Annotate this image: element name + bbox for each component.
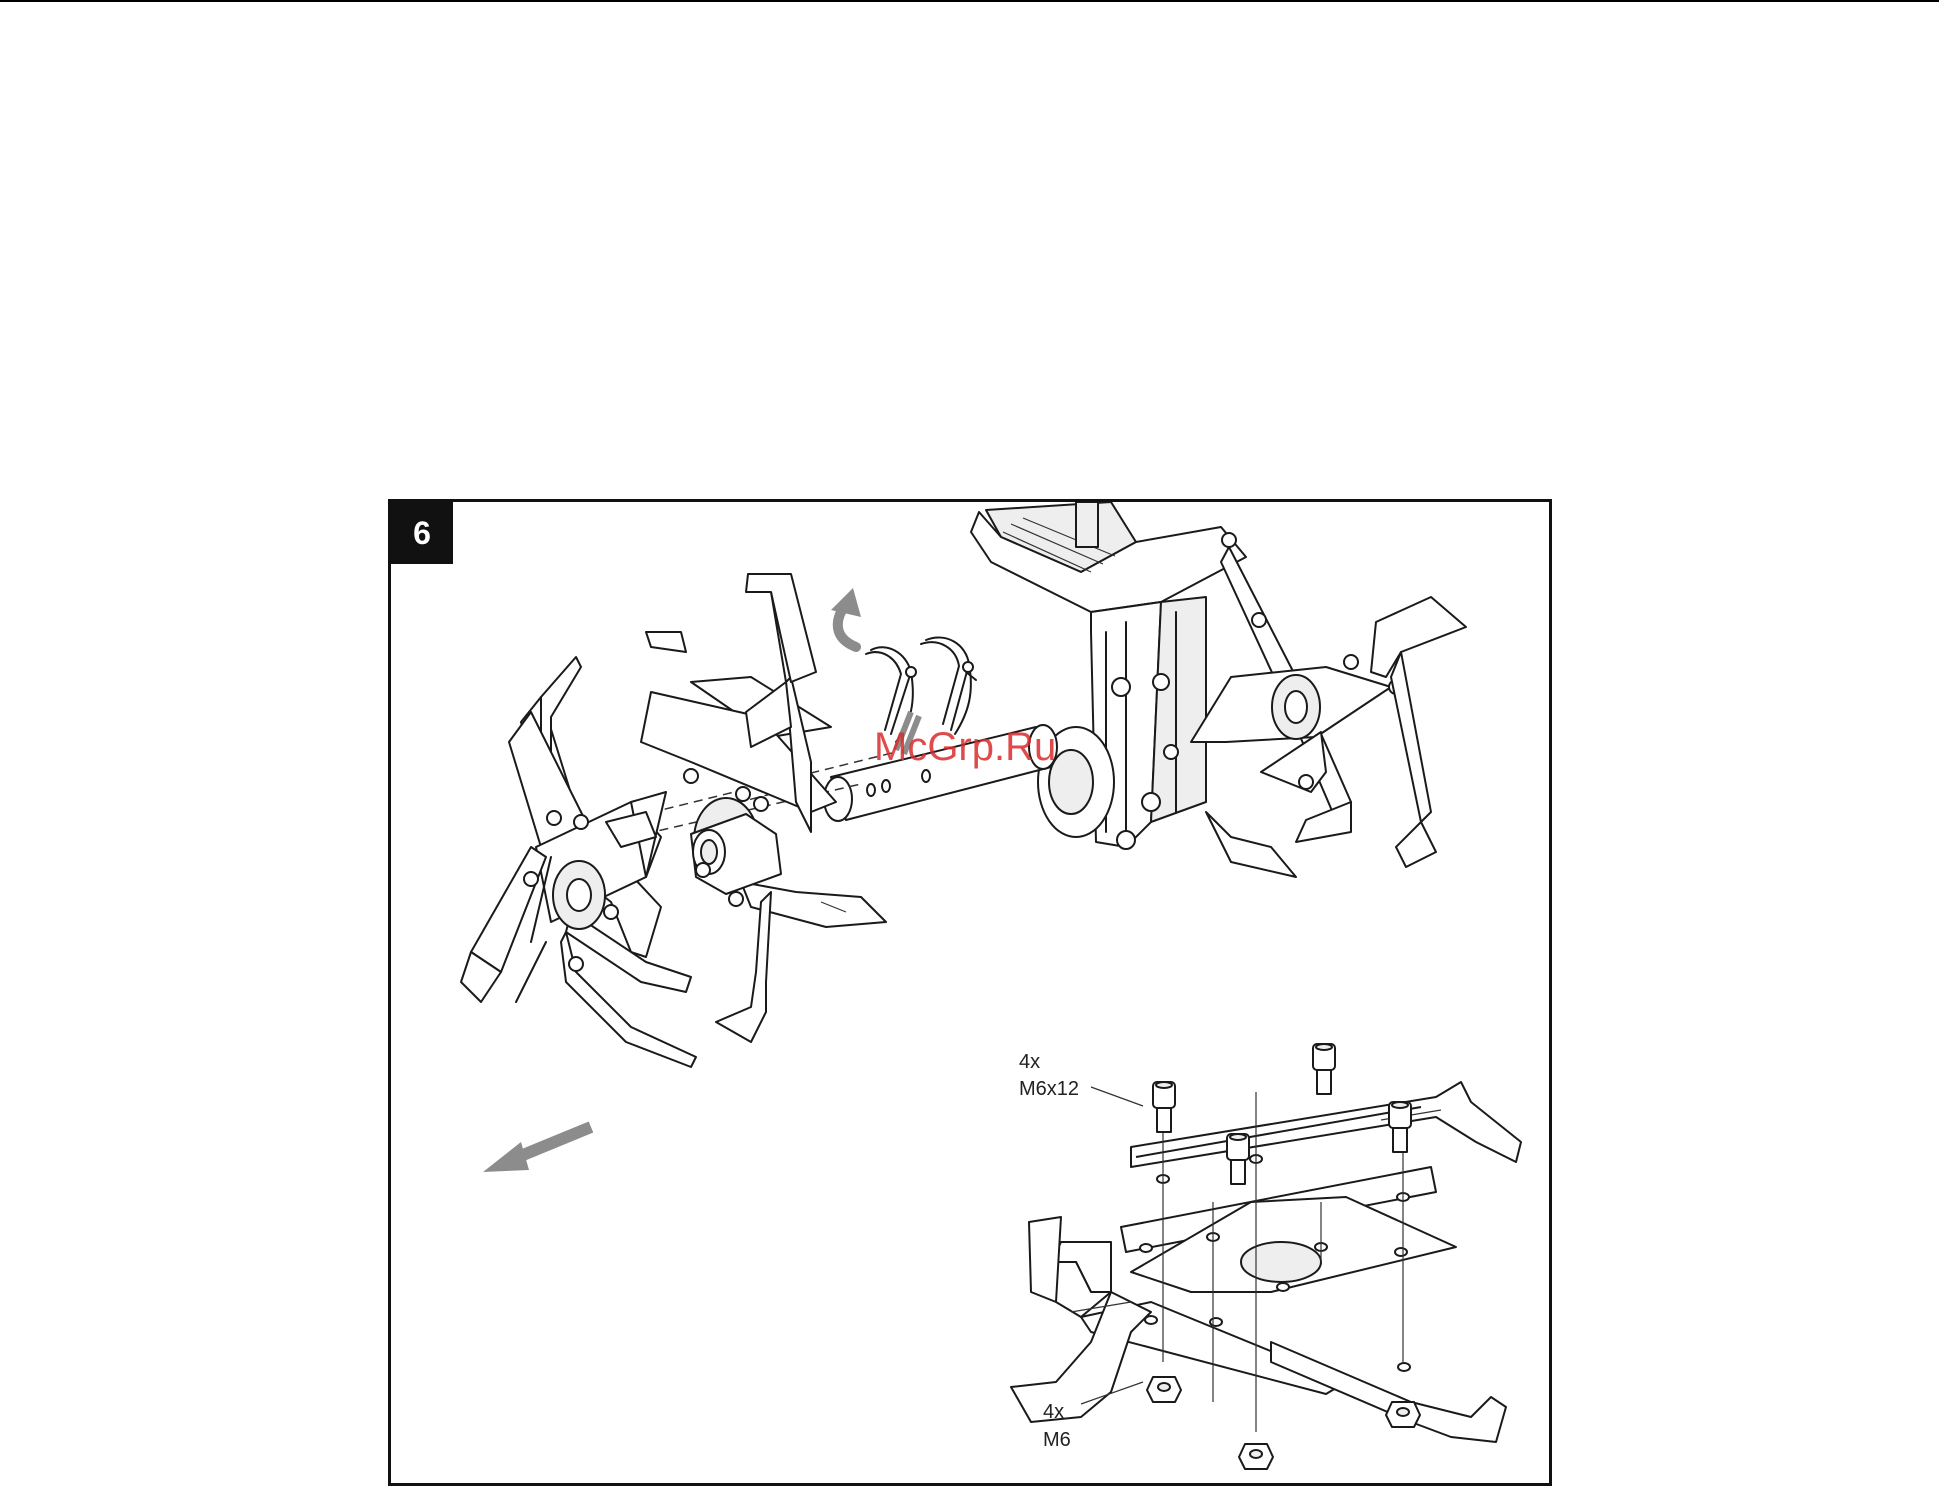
mounted-right-tines [1191, 547, 1466, 877]
nut [1147, 1377, 1181, 1402]
detail-blade-assembly [1011, 1082, 1521, 1442]
bolt-spec-label: M6x12 [1019, 1078, 1079, 1100]
assembly-figure: 6 [388, 499, 1552, 1486]
removal-direction-arrow [483, 1127, 591, 1172]
tiller-assembly-drawing: 4x M6x12 4x M6 McGrp.Ru [391, 502, 1549, 1483]
bolt [1227, 1134, 1249, 1184]
nut [1239, 1444, 1273, 1469]
page-top-rule [0, 0, 1939, 2]
lift-direction-arrow [831, 588, 861, 647]
watermark-text: McGrp.Ru [874, 725, 1056, 769]
nut-spec-label: M6 [1043, 1429, 1071, 1451]
nut-count-label: 4x [1043, 1401, 1064, 1423]
bolt [1389, 1102, 1411, 1152]
bolt-leader-line [1091, 1087, 1143, 1106]
bolt [1153, 1082, 1175, 1132]
bolt-count-label: 4x [1019, 1051, 1040, 1073]
nut [1386, 1402, 1420, 1427]
gearbox-housing [971, 502, 1246, 849]
bolt [1313, 1044, 1335, 1094]
